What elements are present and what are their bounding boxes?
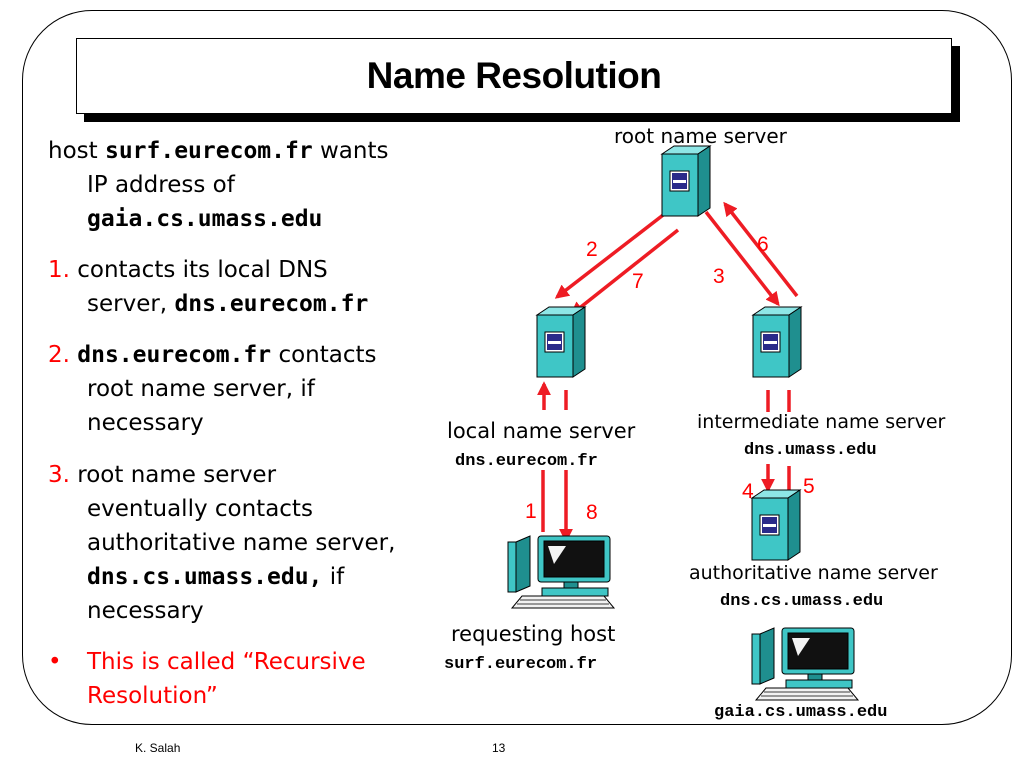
step-label-6: 6 [757,233,769,256]
text-ip-address-of: IP address of [87,172,235,198]
slide-title: Name Resolution [366,55,662,96]
text-local-dns-host: dns.eurecom.fr [174,291,369,317]
footer-author: K. Salah [135,741,181,755]
target-host-name: gaia.cs.umass.edu [714,703,888,722]
root-server-icon [661,145,711,217]
slide-frame [22,10,1012,725]
step-label-8: 8 [586,501,598,524]
text-host: host [48,138,105,164]
step-number-1: 1. [48,257,70,283]
requesting-host-label: requesting host [451,622,616,646]
text-root-name-server: root name server [69,462,277,488]
text-umass-host: dns.cs.umass.edu, [87,564,323,590]
requesting-host-name: surf.eurecom.fr [444,655,598,674]
text-surf-host: surf.eurecom.fr [104,138,313,164]
text-necessary-2: necessary [87,410,204,436]
intermediate-server-icon [752,306,802,378]
bullet-3: 3. root name server eventually contacts … [48,458,448,628]
bullet-dot: • [48,649,62,675]
text-contacts-local: contacts its local DNS [69,257,328,283]
bullet-1: 1. contacts its local DNS server, dns.eu… [48,253,448,321]
title-box: Name Resolution [76,38,952,114]
local-server-label: local name server [447,419,636,443]
bullet-0: host surf.eurecom.fr wants IP address of… [48,134,448,236]
text-root-if: root name server, if [87,376,315,402]
step-label-3: 3 [713,265,725,288]
authoritative-server-host: dns.cs.umass.edu [720,592,884,611]
text-if: if [322,564,345,590]
text-recursive: This is called “Recursive [87,649,366,675]
text-gaia-host: gaia.cs.umass.edu [87,206,323,232]
bullet-4: • This is called “Recursive Resolution” [48,645,448,713]
step-label-4: 4 [742,480,754,503]
requesting-host-pc-icon [507,535,615,609]
text-authoritative: authoritative name server, [87,530,396,556]
authoritative-server-label: authoritative name server [689,562,938,584]
text-resolution: Resolution” [87,683,218,709]
intermediate-server-host: dns.umass.edu [744,441,877,460]
step-label-2: 2 [586,238,598,261]
step-label-5: 5 [803,475,815,498]
authoritative-server-icon [751,489,801,561]
step-label-7: 7 [632,270,644,293]
root-server-label: root name server [614,124,787,148]
text-wants: wants [312,138,389,164]
footer-page-number: 13 [492,741,506,755]
local-server-icon [536,306,586,378]
step-number-3: 3. [48,462,70,488]
text-eurecom-host: dns.eurecom.fr [77,342,272,368]
text-server: server, [87,291,175,317]
text-eventually: eventually contacts [87,496,313,522]
bullet-2: 2. dns.eurecom.fr contacts root name ser… [48,338,448,440]
intermediate-server-label: intermediate name server [697,411,946,433]
local-server-host: dns.eurecom.fr [455,452,598,471]
text-necessary-3: necessary [87,598,204,624]
text-contacts: contacts [271,342,377,368]
target-host-pc-icon [751,627,859,701]
step-label-1: 1 [525,500,537,523]
step-number-2: 2. [48,342,70,368]
